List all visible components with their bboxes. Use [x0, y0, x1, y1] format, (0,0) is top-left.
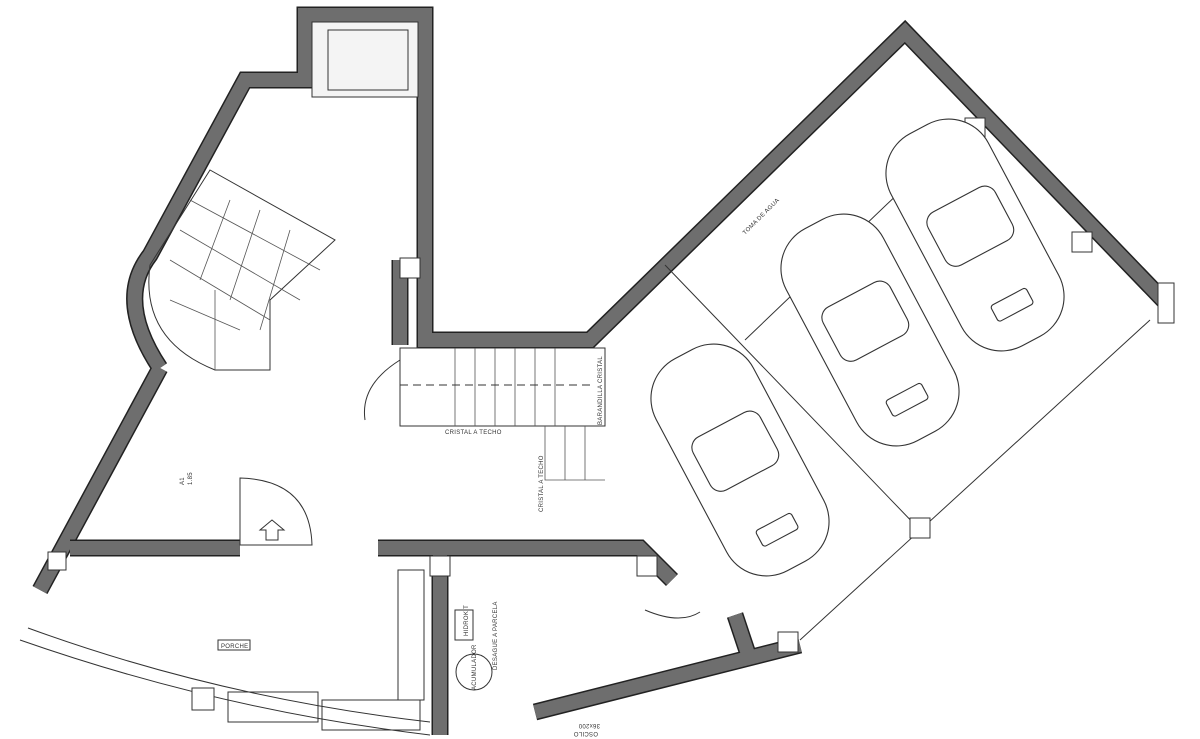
hydrokit-unit — [454, 609, 474, 641]
straight-staircase — [399, 347, 606, 481]
label-water-intake: TOMA DE AGUA — [742, 198, 781, 237]
elevator-shaft — [311, 21, 419, 98]
label-glass-ceiling-v: CRISTAL A TECHO — [539, 455, 545, 512]
label-accumulator: ACUMULADOR — [472, 644, 478, 690]
porch-label-box — [217, 639, 251, 651]
label-drain: DESAGUE A PARCELA — [493, 601, 499, 670]
entrance-door[interactable] — [239, 477, 313, 546]
label-porch: PORCHE — [221, 644, 248, 650]
label-window-height: 1.85 — [188, 472, 194, 485]
interior-walls — [70, 260, 803, 735]
porch-edge — [19, 627, 431, 736]
planter-bottom-2 — [321, 699, 421, 731]
columns — [47, 117, 1175, 711]
stair-door[interactable] — [363, 359, 401, 421]
planter-bottom-1 — [227, 691, 319, 723]
label-window-code: A1 — [180, 477, 186, 485]
car-3 — [885, 118, 1065, 352]
label-glass-railing: BARANDILLA CRISTAL — [598, 356, 604, 425]
car-2 — [780, 213, 960, 447]
accumulator-tank — [455, 653, 493, 691]
spiral-staircase — [148, 169, 336, 371]
planter-vertical — [397, 569, 425, 701]
label-sliding-window-size: 36x200 — [578, 722, 600, 728]
label-hydrokit: HIDROKIT — [464, 605, 470, 636]
elevator-cabin — [327, 29, 409, 91]
label-glass-ceiling-h: CRISTAL A TECHO — [445, 430, 502, 436]
garage-door[interactable] — [644, 609, 701, 619]
car-1 — [650, 343, 830, 577]
entry-arrow-icon — [258, 519, 286, 541]
label-sliding-window: OSCILO — [573, 730, 598, 736]
